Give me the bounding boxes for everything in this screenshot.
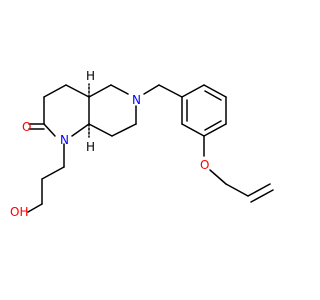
hydroxyl-label: OH <box>10 205 28 219</box>
oxygen-ether-label: O <box>200 158 209 172</box>
nitrogen-lactam-label: N <box>60 133 69 147</box>
structure-canvas: O N N OH O H H <box>10 69 274 219</box>
atom-labels: O N N OH O H H <box>10 69 209 219</box>
stereo-h-top-label: H <box>86 69 95 83</box>
molecule-diagram: O N N OH O H H <box>10 69 274 219</box>
oxygen-carbonyl-label: O <box>22 120 31 134</box>
bond-lines <box>27 84 274 213</box>
stereo-h-bottom-label: H <box>86 140 95 154</box>
nitrogen-amine-label: N <box>132 93 141 107</box>
